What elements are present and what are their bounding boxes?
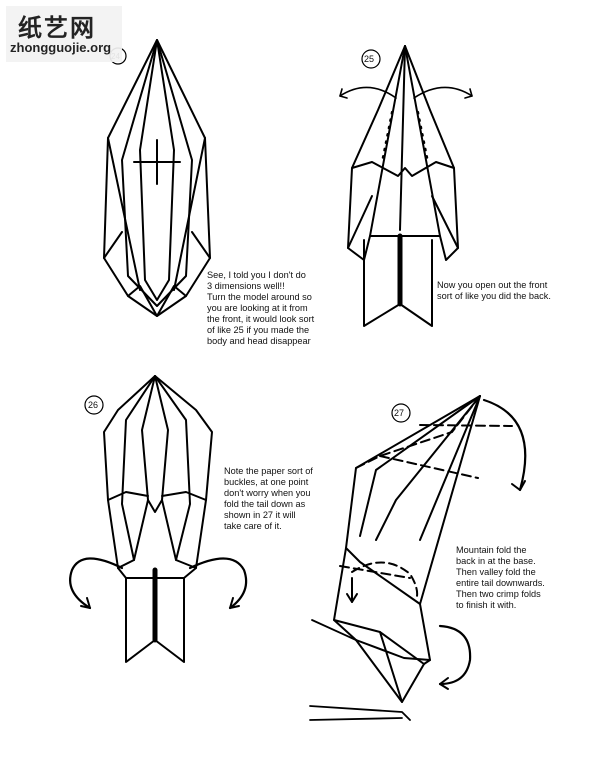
step-24-diagram (103, 39, 211, 317)
step-25-number: 25 (364, 54, 375, 64)
step-27-caption: Mountain fold the back in at the base. T… (456, 545, 545, 610)
step-27-diagram (309, 395, 527, 721)
step-25-caption: Now you open out the front sort of like … (437, 280, 551, 301)
step-25-diagram (339, 45, 473, 327)
watermark-chinese-text: 纸艺网 (18, 13, 96, 42)
watermark-url: zhongguojie.org (10, 40, 112, 55)
site-watermark: 纸艺网 zhongguojie.org (6, 6, 122, 62)
step-26-diagram (69, 375, 248, 663)
step-26-caption: Note the paper sort of buckles, at one p… (224, 466, 313, 531)
step-24-caption: See, I told you I don't do 3 dimensions … (207, 270, 315, 346)
step-26-number: 26 (88, 400, 99, 410)
step-27-number: 27 (394, 408, 405, 418)
